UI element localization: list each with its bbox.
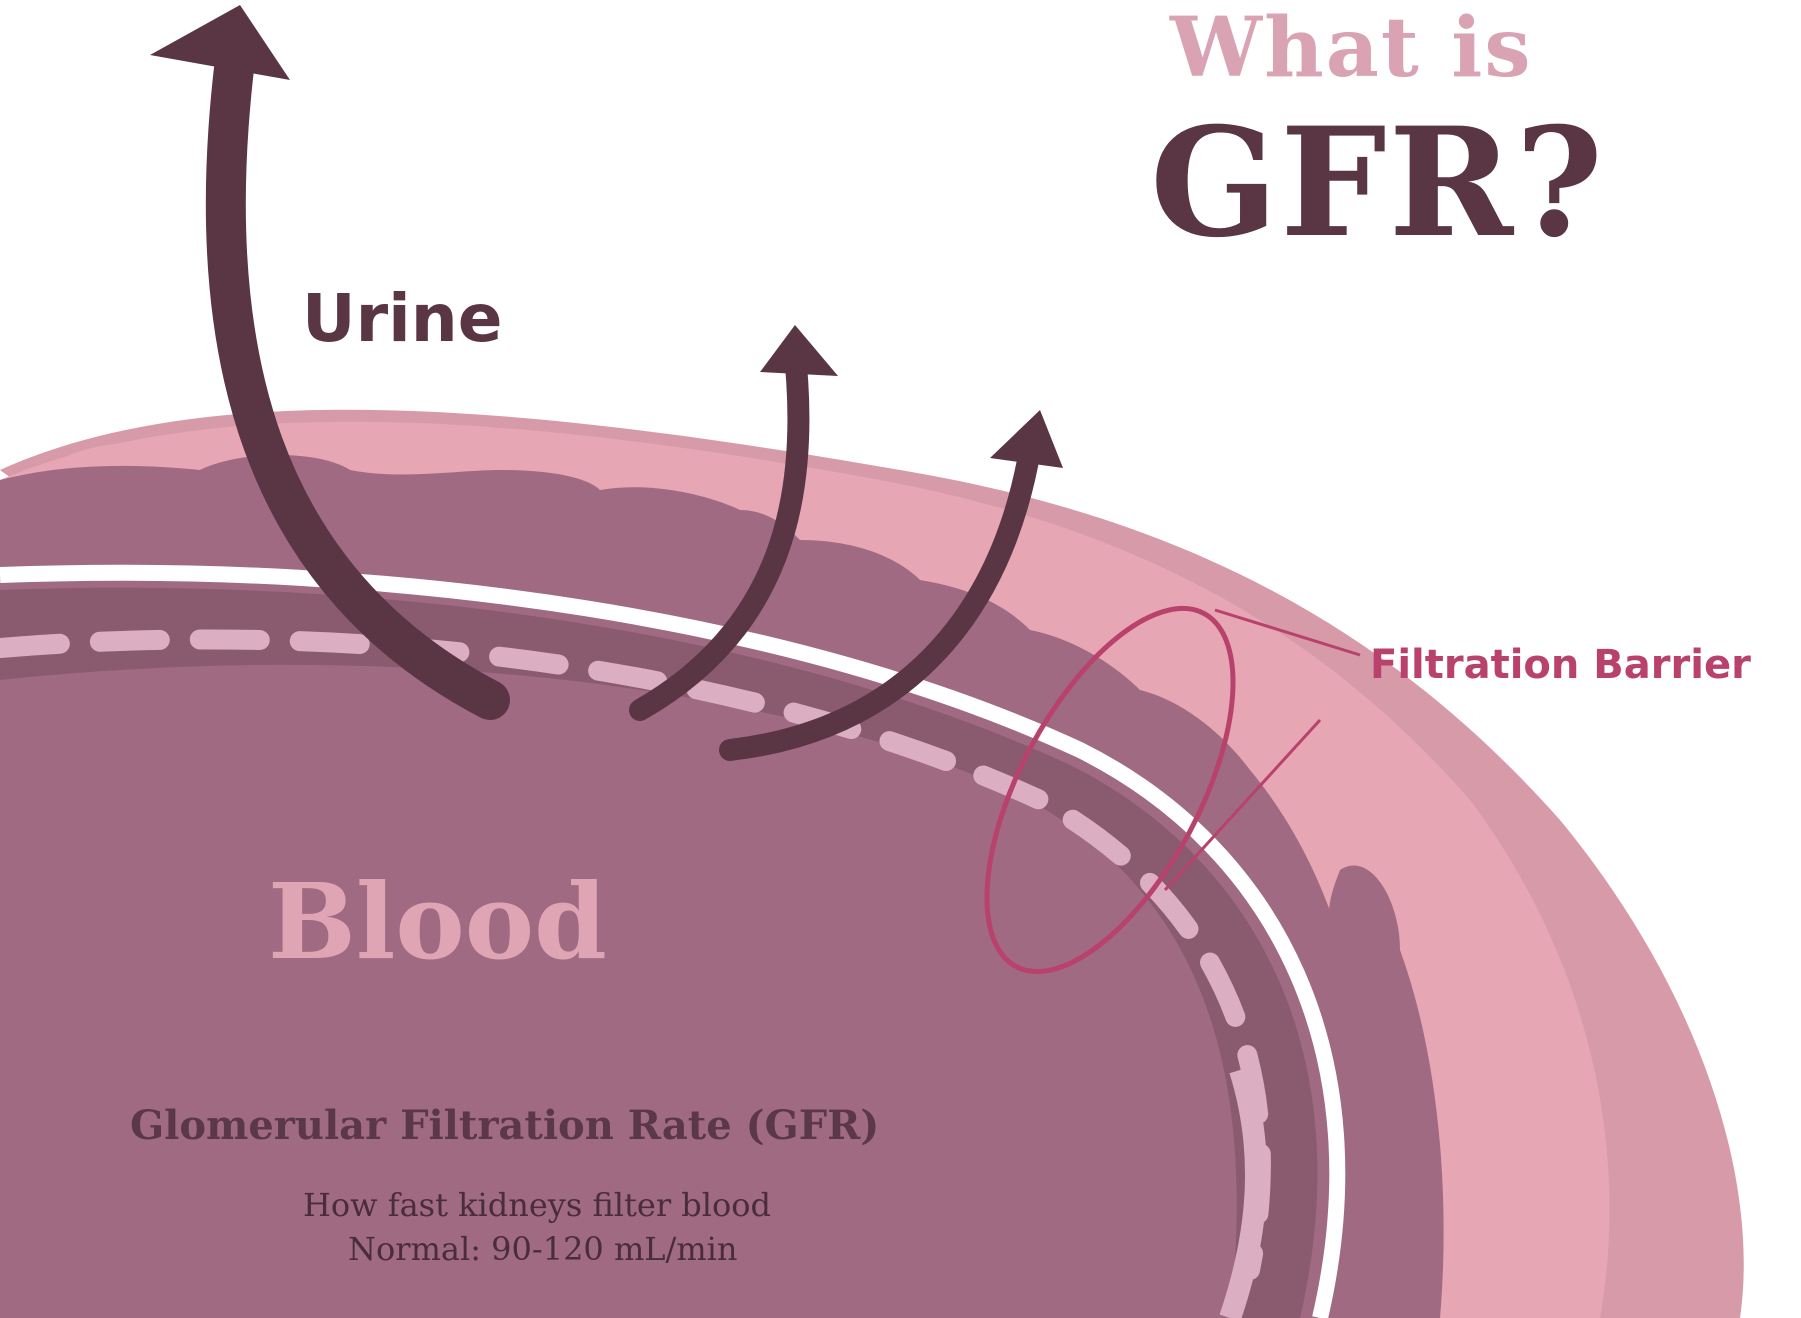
arrow-up-icon — [760, 325, 838, 376]
arrow-up-icon — [990, 410, 1063, 468]
filtration-barrier-label: Filtration Barrier — [1370, 642, 1751, 688]
gfr-normal-range: Normal: 90-120 mL/min — [348, 1230, 738, 1268]
title-what-is: What is — [1170, 0, 1533, 96]
gfr-description: How fast kidneys filter blood — [303, 1186, 771, 1224]
title-gfr: GFR? — [1150, 95, 1605, 271]
gfr-full-name: Glomerular Filtration Rate (GFR) — [130, 1102, 879, 1149]
urine-label: Urine — [302, 280, 503, 357]
blood-label: Blood — [268, 860, 607, 983]
